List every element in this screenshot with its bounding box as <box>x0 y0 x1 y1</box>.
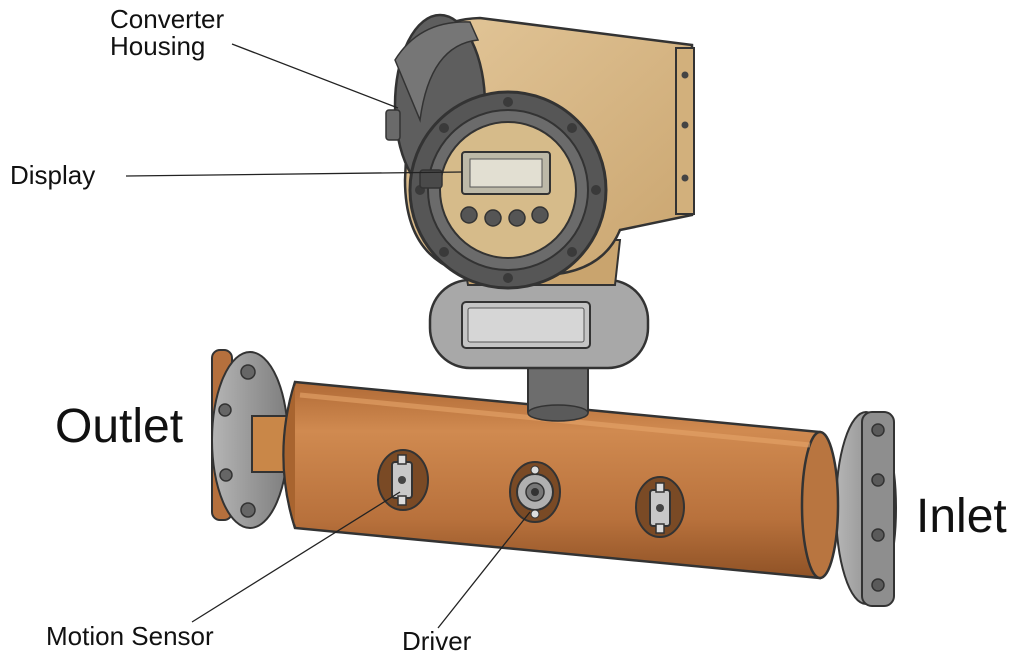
motion-sensor-right <box>635 476 685 538</box>
motion-sensor-left <box>377 449 429 511</box>
leader-lines <box>125 43 531 629</box>
meter-neck <box>527 354 589 422</box>
display-buttons <box>460 206 549 227</box>
leader-motion-sensor <box>191 491 401 623</box>
label-outlet: Outlet <box>55 400 184 453</box>
label-motion-sensor: Motion Sensor <box>46 621 214 651</box>
display-screen <box>461 151 551 195</box>
junction-box <box>428 278 650 370</box>
label-inlet: Inlet <box>916 490 1007 543</box>
leader-converter-housing <box>231 43 399 109</box>
label-driver: Driver <box>402 626 472 656</box>
label-converter-housing: Converter Housing <box>110 4 225 62</box>
leader-driver <box>437 511 531 629</box>
driver-component <box>509 461 561 523</box>
leader-display <box>125 171 463 177</box>
outlet-flange <box>211 349 289 529</box>
label-display: Display <box>10 160 96 190</box>
